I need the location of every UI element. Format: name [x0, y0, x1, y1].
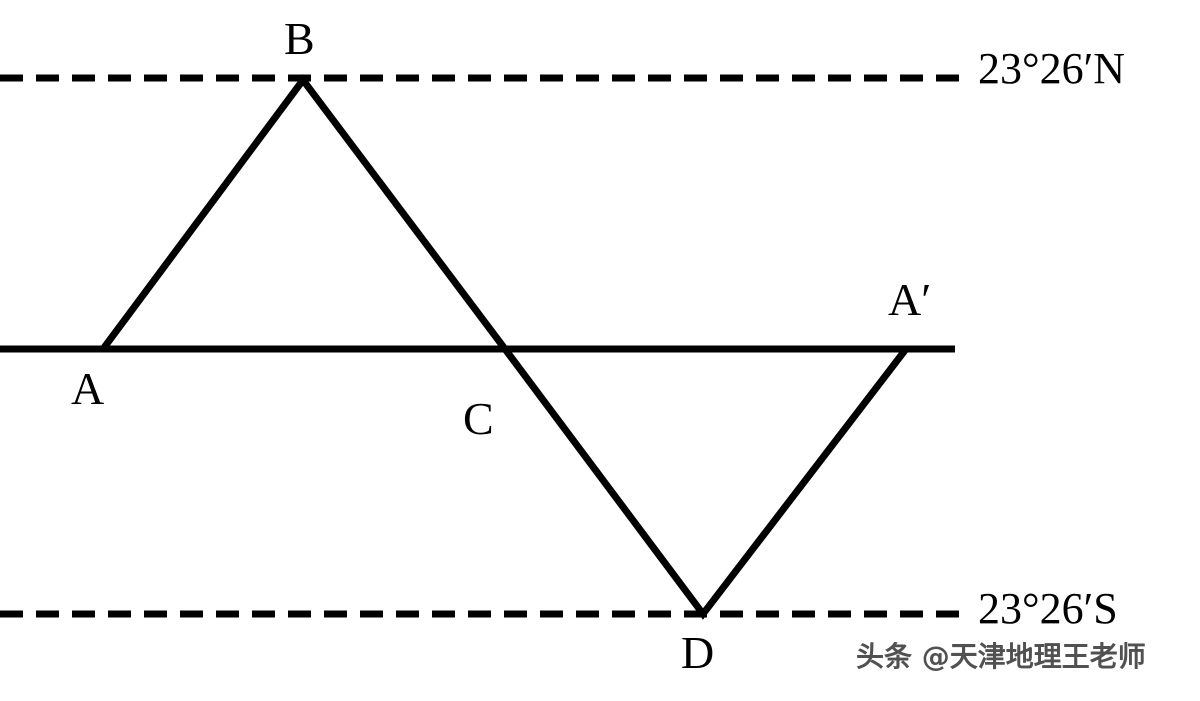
vertex-label-a-prime: A′ — [888, 274, 932, 325]
watermark-text: 头条 @天津地理王老师 — [856, 640, 1146, 673]
latitude-label-south: 23°26′S — [978, 584, 1118, 633]
vertex-label-c: C — [463, 393, 494, 444]
vertex-label-d: D — [681, 627, 715, 678]
vertex-label-a: A — [71, 363, 105, 414]
sun-direct-point-path — [100, 74, 909, 620]
latitude-label-north: 23°26′N — [978, 44, 1125, 93]
vertex-label-b: B — [284, 13, 315, 64]
